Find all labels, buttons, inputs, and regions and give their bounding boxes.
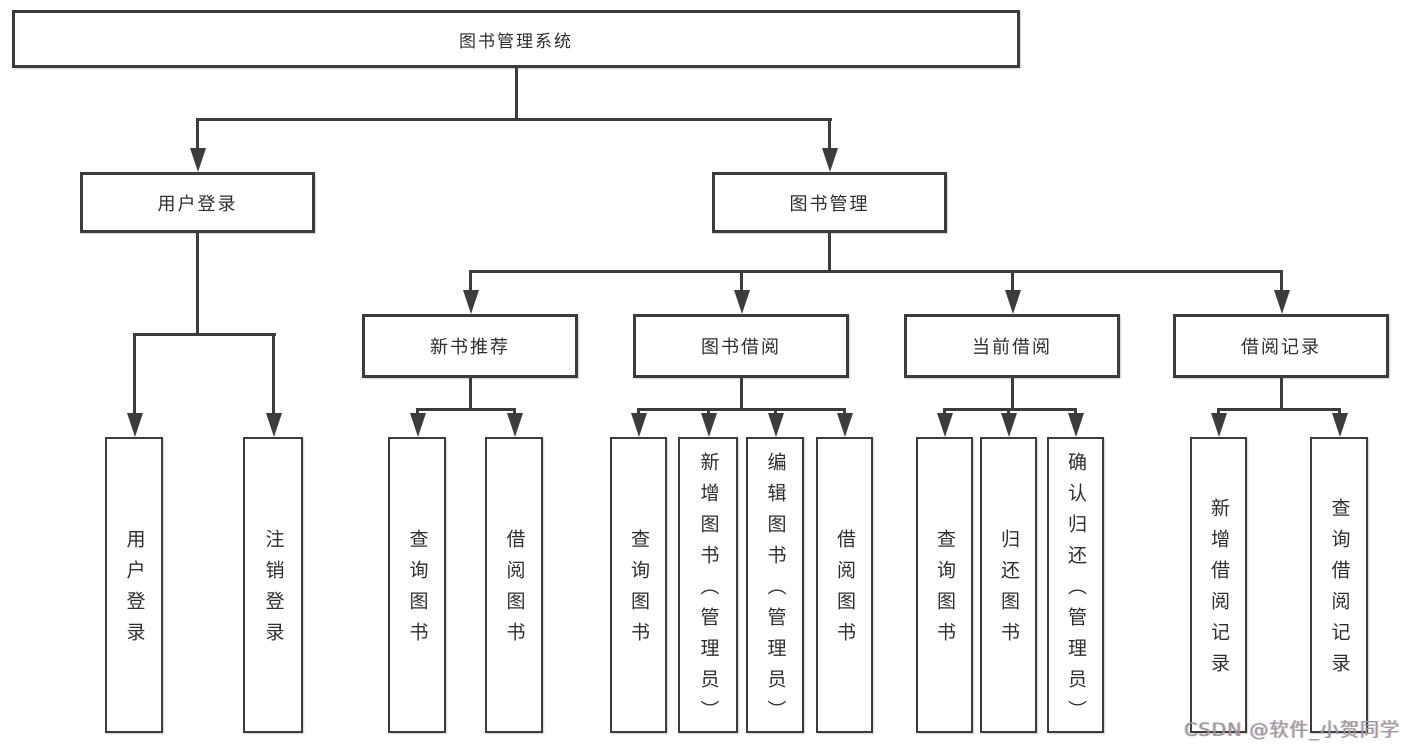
leaf-logout: 注销登录	[243, 437, 303, 733]
node-label: 图书管理	[789, 193, 870, 215]
node-book-borrowing: 图书借阅	[633, 314, 849, 378]
connector-line	[707, 408, 710, 416]
connector-line	[1011, 270, 1014, 292]
arrow-down-icon	[1005, 290, 1021, 314]
node-label: 查询图书	[406, 529, 429, 653]
leaf-query-books-current: 查询图书	[916, 437, 973, 733]
connector-line	[416, 408, 419, 416]
node-label: 借阅图书	[503, 529, 526, 653]
node-label: 查询图书	[628, 529, 650, 653]
csdn-watermark: CSDN @软件_小贺同学	[1184, 719, 1400, 741]
connector-line	[843, 408, 846, 416]
connector-line	[943, 408, 1077, 411]
connector-line	[1338, 408, 1341, 416]
connector-line	[416, 408, 516, 411]
arrow-down-icon	[1068, 413, 1084, 437]
connector-line	[469, 270, 472, 292]
arrow-down-icon	[734, 290, 750, 314]
connector-line	[196, 118, 832, 121]
arrow-down-icon	[190, 148, 206, 172]
arrow-down-icon	[1332, 413, 1348, 437]
node-label: 归还图书	[998, 529, 1020, 653]
leaf-add-borrow-record: 新增借阅记录	[1190, 437, 1247, 733]
arrow-down-icon	[463, 290, 479, 314]
connector-line	[1007, 408, 1010, 416]
connector-line	[513, 408, 516, 416]
connector-line	[637, 408, 640, 416]
leaf-borrow-books: 借阅图书	[816, 437, 873, 733]
node-label: 查询借阅记录	[1328, 498, 1351, 684]
connector-line	[740, 270, 743, 292]
node-user-login: 用户登录	[80, 172, 315, 233]
connector-line	[272, 333, 275, 415]
node-label: 编辑图书（管理员）	[764, 451, 787, 731]
arrow-down-icon	[127, 413, 143, 437]
connector-line	[1217, 408, 1220, 416]
leaf-query-books-recommend: 查询图书	[388, 437, 446, 733]
node-label: 借阅记录	[1241, 337, 1321, 358]
node-label: 查询图书	[934, 529, 956, 653]
node-label: 借阅图书	[834, 529, 856, 653]
leaf-return-books: 归还图书	[980, 437, 1037, 733]
arrow-down-icon	[410, 413, 426, 437]
connector-line	[515, 68, 518, 118]
node-root-library-system: 图书管理系统	[12, 10, 1020, 68]
leaf-add-books-admin: 新增图书（管理员）	[678, 437, 738, 733]
arrow-down-icon	[631, 413, 647, 437]
connector-line	[133, 333, 136, 415]
node-label: 图书管理系统	[459, 31, 573, 52]
node-borrowing-records: 借阅记录	[1173, 314, 1389, 378]
node-label: 确认归还（管理员）	[1065, 451, 1087, 731]
connector-line	[1011, 378, 1014, 408]
connector-line	[1280, 378, 1283, 408]
leaf-edit-books-admin: 编辑图书（管理员）	[746, 437, 804, 733]
node-label: 新增图书（管理员）	[697, 451, 720, 731]
leaf-query-borrow-record: 查询借阅记录	[1310, 437, 1368, 733]
connector-line	[637, 408, 846, 411]
arrow-down-icon	[507, 413, 523, 437]
node-label: 用户登录	[157, 193, 238, 215]
leaf-borrow-books-recommend: 借阅图书	[485, 437, 543, 733]
arrow-down-icon	[1211, 413, 1227, 437]
connector-line	[1217, 408, 1341, 411]
connector-line	[469, 270, 1283, 273]
node-label: 用户登录	[123, 529, 146, 653]
arrow-down-icon	[822, 148, 838, 172]
node-label: 当前借阅	[972, 337, 1052, 358]
leaf-user-login: 用户登录	[105, 437, 163, 733]
arrow-down-icon	[837, 413, 853, 437]
leaf-query-books-borrowing: 查询图书	[610, 437, 667, 733]
node-book-management: 图书管理	[712, 172, 947, 233]
arrow-down-icon	[768, 413, 784, 437]
connector-line	[774, 408, 777, 416]
arrow-down-icon	[701, 413, 717, 437]
arrow-down-icon	[1274, 290, 1290, 314]
connector-line	[1280, 270, 1283, 292]
connector-line	[828, 118, 831, 152]
node-label: 新增借阅记录	[1208, 498, 1230, 684]
node-new-book-recommendation: 新书推荐	[362, 314, 578, 378]
node-label: 注销登录	[262, 529, 285, 653]
connector-line	[196, 233, 199, 333]
connector-line	[469, 378, 472, 408]
node-label: 图书借阅	[701, 337, 781, 358]
connector-line	[196, 118, 199, 152]
connector-line	[133, 333, 276, 336]
arrow-down-icon	[266, 413, 282, 437]
connector-line	[1074, 408, 1077, 416]
connector-line	[943, 408, 946, 416]
leaf-confirm-return-admin: 确认归还（管理员）	[1047, 437, 1104, 733]
node-label: 新书推荐	[430, 337, 510, 358]
connector-line	[828, 233, 831, 270]
arrow-down-icon	[1001, 413, 1017, 437]
arrow-down-icon	[937, 413, 953, 437]
connector-line	[740, 378, 743, 408]
node-current-borrowing: 当前借阅	[904, 314, 1120, 378]
